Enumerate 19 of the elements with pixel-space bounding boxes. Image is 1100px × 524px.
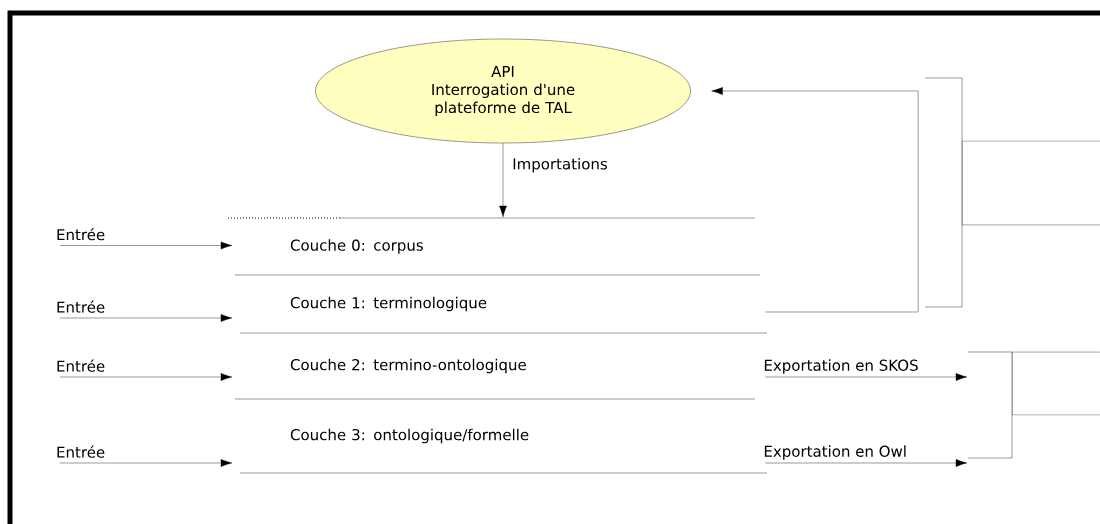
arrow (59, 373, 233, 381)
layer-band: Couche 0: corpus (227, 217, 756, 254)
edge-label: Entrée (55, 358, 107, 373)
arrow (765, 459, 968, 467)
arrow (59, 241, 233, 250)
arrow (499, 143, 507, 218)
edge-label: Exportation en Owl (762, 444, 908, 461)
edge-label: Entrée (55, 227, 107, 242)
edge-label: Entrée (55, 444, 107, 459)
arrow (765, 373, 968, 381)
bracket-box (967, 351, 1100, 459)
edge-label: Entrée (55, 299, 107, 314)
edge-label: Importations (511, 156, 609, 174)
bracket-box (924, 77, 1100, 308)
arrow (59, 314, 233, 322)
arrow (59, 459, 233, 467)
ellipse-node: API Interrogation d'une plateforme de TAL (315, 38, 691, 144)
arrow (711, 87, 919, 313)
layer-band: Couche 1: terminologique (234, 274, 761, 312)
